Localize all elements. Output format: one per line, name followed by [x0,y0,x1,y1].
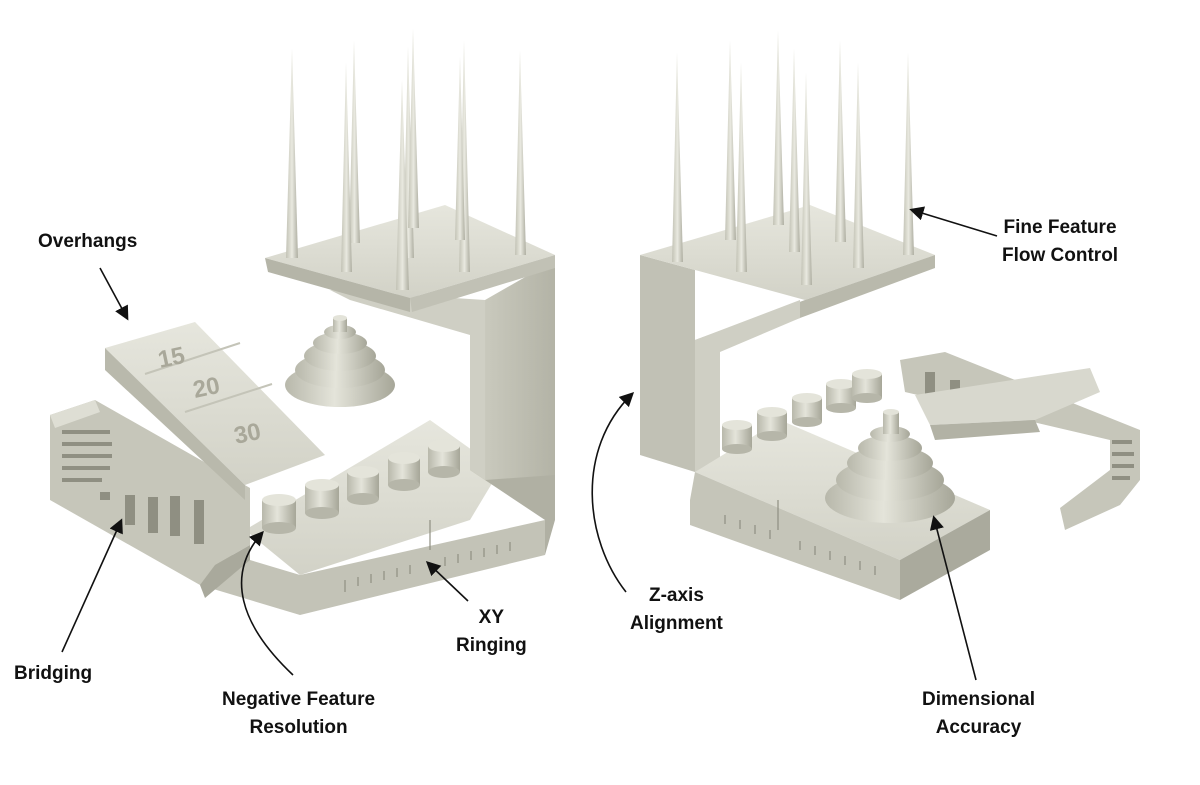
callout-z-axis-line-1: Z-axis [648,585,704,606]
callout-xy-ringing: XY Ringing [456,604,527,660]
right-cylinders [722,369,882,454]
arrow-icon [240,530,294,676]
callout-negative-feature-resolution: Negative Feature Resolution [222,686,375,742]
callout-fine-feature-line-2: Flow Control [1002,245,1119,266]
callout-overhangs-line-1: Overhangs [38,231,138,252]
left-base-front [200,520,545,615]
left-test-part: 15 20 30 [50,28,555,615]
callout-xy-ringing-line-1: XY [478,607,505,628]
arrow-icon [929,515,977,681]
callout-xy-ringing-line-2: Ringing [456,635,527,656]
right-ruler [724,500,876,575]
right-test-part [640,30,1140,600]
left-stepped-pyramid [285,315,395,407]
callout-fine-feature-line-1: Fine Feature [1003,217,1117,238]
arrow-icon [425,561,469,602]
right-base-front [690,472,900,600]
arrow-icon [591,391,635,593]
callout-arrows [61,206,998,681]
overhang-ramp: 15 20 30 [105,322,325,500]
ramp-label-15: 15 [156,342,188,374]
arrow-icon [99,267,129,321]
right-stepped-pyramid [825,409,955,523]
ramp-label-20: 20 [191,372,223,404]
callout-bridging-line-1: Bridging [14,663,93,684]
arrow-icon [61,518,123,653]
callout-negative-feature-line-2: Resolution [249,717,348,738]
callout-z-axis-alignment: Z-axis Alignment [630,582,723,638]
callout-fine-feature-flow-control: Fine Feature Flow Control [1002,214,1118,270]
callout-overhangs: Overhangs [38,228,137,256]
callout-negative-feature-line-1: Negative Feature [222,689,376,710]
bridging-frame [50,400,250,598]
right-spikes [672,30,914,285]
callout-bridging: Bridging [14,660,92,688]
left-cylinders [262,440,460,534]
right-base-right [900,510,990,600]
arrow-icon [909,206,998,237]
callout-dimensional-line-2: Accuracy [935,717,1022,738]
ramp-label-30: 30 [232,418,264,450]
callout-dimensional-accuracy: Dimensional Accuracy [922,686,1035,742]
callout-dimensional-line-1: Dimensional [922,689,1035,710]
callout-z-axis-line-2: Alignment [630,613,723,634]
left-spikes [286,28,526,290]
left-ruler [344,520,511,592]
right-overhang-ramp [915,368,1100,440]
